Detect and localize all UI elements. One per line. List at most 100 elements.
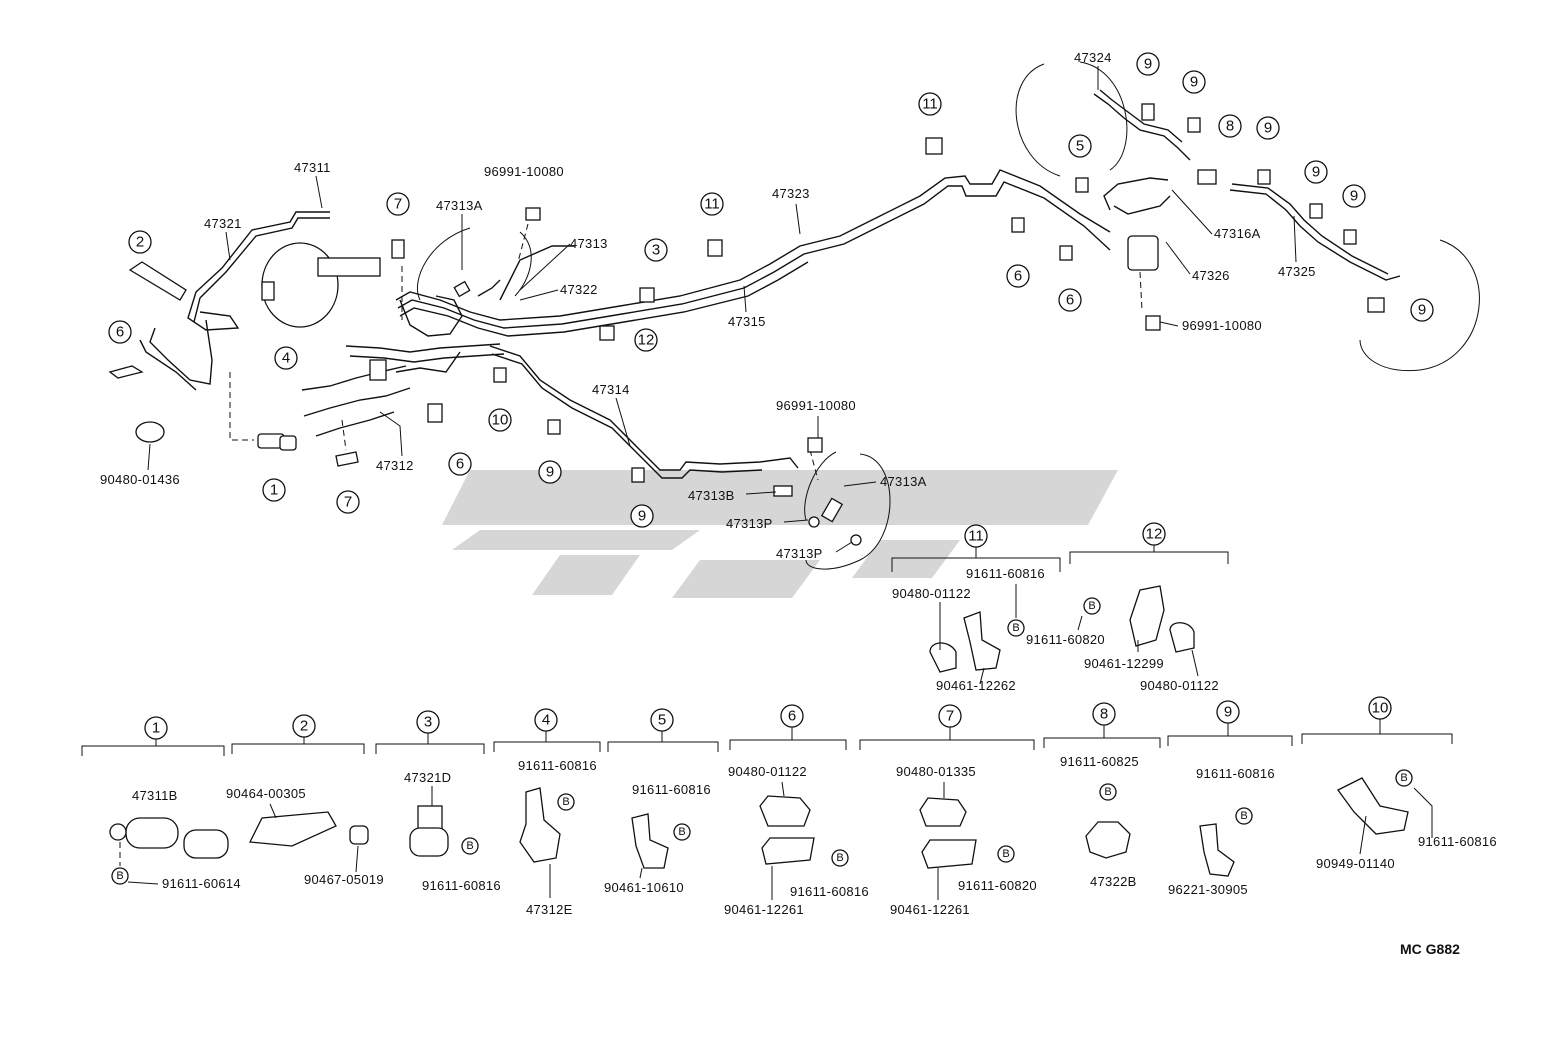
g5-part-2: 90461-10610 [604, 880, 684, 895]
callout-7-bottom[interactable]: 7 [336, 490, 360, 514]
svg-text:7: 7 [394, 196, 402, 213]
g2-part-2: 90467-05019 [304, 872, 384, 887]
svg-text:3: 3 [652, 242, 660, 259]
g5-part-1: 91611-60816 [632, 782, 711, 797]
g9-bolt-mark: B [1235, 807, 1253, 825]
svg-text:B: B [116, 870, 123, 882]
svg-text:5: 5 [1076, 138, 1084, 155]
group-11-number[interactable]: 11 [964, 524, 988, 548]
callout-2[interactable]: 2 [128, 230, 152, 254]
detail-group-6: 6 90480-01122 B 91611-60816 90461-12261 [724, 704, 869, 917]
callout-6-mid[interactable]: 6 [448, 452, 472, 476]
label-47323: 47323 [772, 186, 810, 201]
g9-part-1: 91611-60816 [1196, 766, 1275, 781]
svg-text:6: 6 [1066, 292, 1074, 309]
callout-6-right-a[interactable]: 6 [1006, 264, 1030, 288]
g11-part-3: 90461-12262 [936, 678, 1016, 693]
label-47313A-front: 47313A [880, 474, 927, 489]
svg-text:12: 12 [638, 332, 655, 349]
g9-part-2: 96221-30905 [1168, 882, 1248, 897]
callout-7-top[interactable]: 7 [386, 192, 410, 216]
callout-10[interactable]: 10 [488, 408, 512, 432]
front-right-backplate [805, 453, 891, 570]
grommet-90480-01436 [135, 421, 165, 443]
svg-text:9: 9 [1350, 188, 1358, 205]
callout-9-mid[interactable]: 9 [538, 460, 562, 484]
svg-text:9: 9 [546, 464, 554, 481]
g8-bolt-mark: B [1099, 783, 1117, 801]
g7-bolt-mark: B [997, 845, 1015, 863]
label-47325: 47325 [1278, 264, 1316, 279]
svg-text:B: B [1012, 622, 1019, 634]
callout-5[interactable]: 5 [1068, 134, 1092, 158]
svg-text:B: B [1400, 772, 1407, 784]
label-47315: 47315 [728, 314, 766, 329]
detail-group-10: 10 B 91611-60816 90949-01140 [1301, 696, 1497, 871]
svg-text:11: 11 [704, 196, 720, 213]
group-2-number[interactable]: 2 [292, 714, 316, 738]
label-47316A: 47316A [1214, 226, 1261, 241]
g7-part-2: 91611-60820 [958, 878, 1037, 893]
group-4-number[interactable]: 4 [534, 708, 558, 732]
label-47311: 47311 [294, 160, 331, 175]
label-96991-10080-top: 96991-10080 [484, 164, 564, 179]
callout-9-b[interactable]: 9 [1182, 70, 1206, 94]
detail-group-7: 7 90480-01335 B 91611-60820 90461-12261 [859, 704, 1037, 917]
callout-6-right-b[interactable]: 6 [1058, 288, 1082, 312]
callout-12[interactable]: 12 [634, 328, 658, 352]
callout-9-e[interactable]: 9 [1342, 184, 1366, 208]
svg-text:9: 9 [1264, 120, 1272, 137]
detail-group-5: 5 91611-60816 B 90461-10610 [604, 708, 719, 895]
group-10-number[interactable]: 10 [1368, 696, 1392, 720]
svg-text:B: B [466, 840, 473, 852]
label-47313P-b: 47313P [776, 546, 823, 561]
group-5-number[interactable]: 5 [650, 708, 674, 732]
label-47326: 47326 [1192, 268, 1230, 283]
g1-bolt-mark: B [111, 867, 129, 885]
svg-text:2: 2 [136, 234, 144, 251]
detail-group-3: 3 47321D B 91611-60816 [375, 710, 501, 893]
callout-9-d[interactable]: 9 [1304, 160, 1328, 184]
g6-part-3: 90461-12261 [724, 902, 804, 917]
svg-text:6: 6 [788, 708, 796, 725]
label-47313A-top: 47313A [436, 198, 483, 213]
group-8-number[interactable]: 8 [1092, 702, 1116, 726]
label-96991-10080-right: 96991-10080 [1182, 318, 1262, 333]
g6-bolt-mark: B [831, 849, 849, 867]
group-12-number[interactable]: 12 [1142, 522, 1166, 546]
g4-part-1: 91611-60816 [518, 758, 597, 773]
group-1-number[interactable]: 1 [144, 716, 168, 740]
callout-3[interactable]: 3 [644, 238, 668, 262]
g2-part-1: 90464-00305 [226, 786, 306, 801]
g10-part-1: 91611-60816 [1418, 834, 1497, 849]
svg-text:3: 3 [424, 714, 432, 731]
brake-pipe-network [139, 61, 1480, 570]
group-6-number[interactable]: 6 [780, 704, 804, 728]
svg-text:6: 6 [116, 324, 124, 341]
g1-part-1: 47311B [132, 788, 178, 803]
svg-text:6: 6 [456, 456, 464, 473]
svg-text:12: 12 [1146, 526, 1163, 543]
callout-8[interactable]: 8 [1218, 114, 1242, 138]
detail-group-1: 1 47311B B 91611-60614 [81, 716, 241, 891]
detail-group-2: 2 90464-00305 90467-05019 [226, 714, 384, 887]
svg-text:6: 6 [1014, 268, 1022, 285]
group-9-number[interactable]: 9 [1216, 700, 1240, 724]
callout-1[interactable]: 1 [262, 478, 286, 502]
junction-block-2 [128, 261, 187, 301]
callout-9-c[interactable]: 9 [1256, 116, 1280, 140]
callout-11-top[interactable]: 11 [918, 92, 942, 116]
callout-9-a[interactable]: 9 [1136, 52, 1160, 76]
svg-text:9: 9 [1224, 704, 1232, 721]
g4-part-2: 47312E [526, 902, 573, 917]
callout-6-left[interactable]: 6 [108, 320, 132, 344]
group-3-number[interactable]: 3 [416, 710, 440, 734]
group-7-number[interactable]: 7 [938, 704, 962, 728]
g3-part-1: 47321D [404, 770, 451, 785]
callout-11-mid[interactable]: 11 [700, 192, 724, 216]
callout-9-f[interactable]: 9 [1410, 298, 1434, 322]
diagram-code: MC G882 [1400, 941, 1460, 957]
callout-4[interactable]: 4 [274, 346, 298, 370]
callout-9-low[interactable]: 9 [630, 504, 654, 528]
